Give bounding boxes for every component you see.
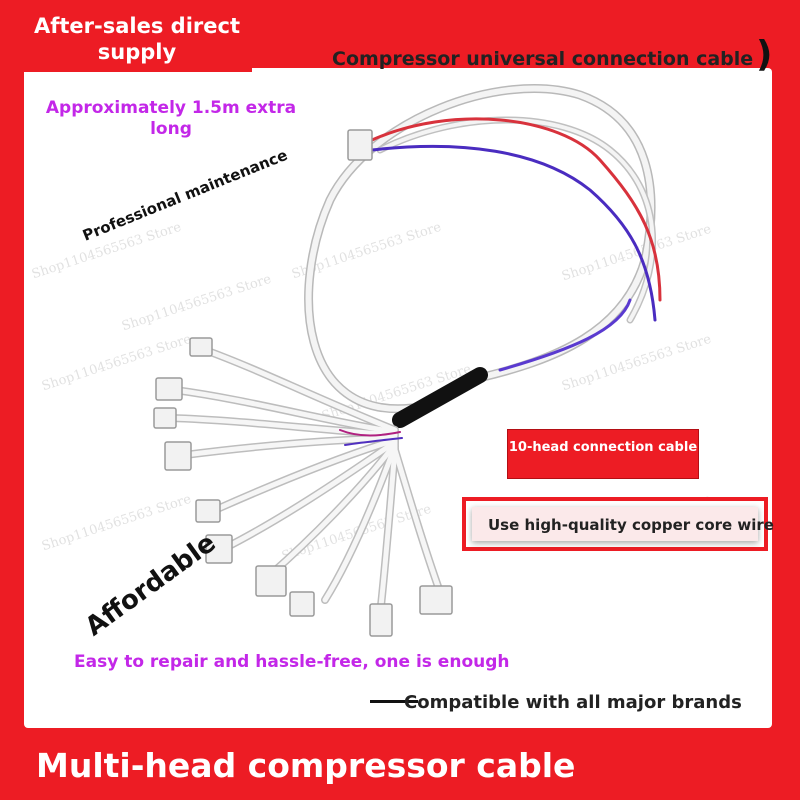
compat-underline — [370, 700, 418, 703]
connector-5 — [195, 499, 221, 523]
blue-wire — [370, 144, 657, 322]
easy-repair-text: Easy to repair and hassle-free, one is e… — [74, 652, 510, 672]
after-sales-badge: After-sales direct supply — [22, 10, 252, 72]
copper-wire-box-inner — [472, 507, 758, 541]
connector-9 — [369, 603, 393, 637]
heat-shrink — [392, 367, 488, 428]
page-title: Compressor universal connection cable — [332, 48, 754, 70]
ten-head-tag: 10-head connection cable — [508, 430, 698, 478]
compatible-text: Compatible with all major brands — [404, 692, 742, 713]
connector-3 — [153, 407, 177, 429]
connector-1 — [189, 337, 213, 357]
copper-wire-text: Use high-quality copper core wire — [488, 516, 774, 534]
connector-7 — [255, 565, 287, 597]
connector-8 — [289, 591, 315, 617]
connector-6 — [205, 534, 233, 564]
copper-wire-box — [462, 497, 768, 551]
title-bracket: ) — [756, 34, 773, 75]
product-name: Multi-head compressor cable — [36, 746, 576, 785]
connector-2 — [155, 377, 183, 401]
connector-4 — [164, 441, 192, 471]
connector-top — [347, 129, 373, 161]
red-wire — [370, 117, 662, 302]
connector-10 — [419, 585, 453, 615]
bottom-banner — [20, 732, 550, 796]
extra-long-text: Approximately 1.5m extra long — [45, 98, 297, 139]
